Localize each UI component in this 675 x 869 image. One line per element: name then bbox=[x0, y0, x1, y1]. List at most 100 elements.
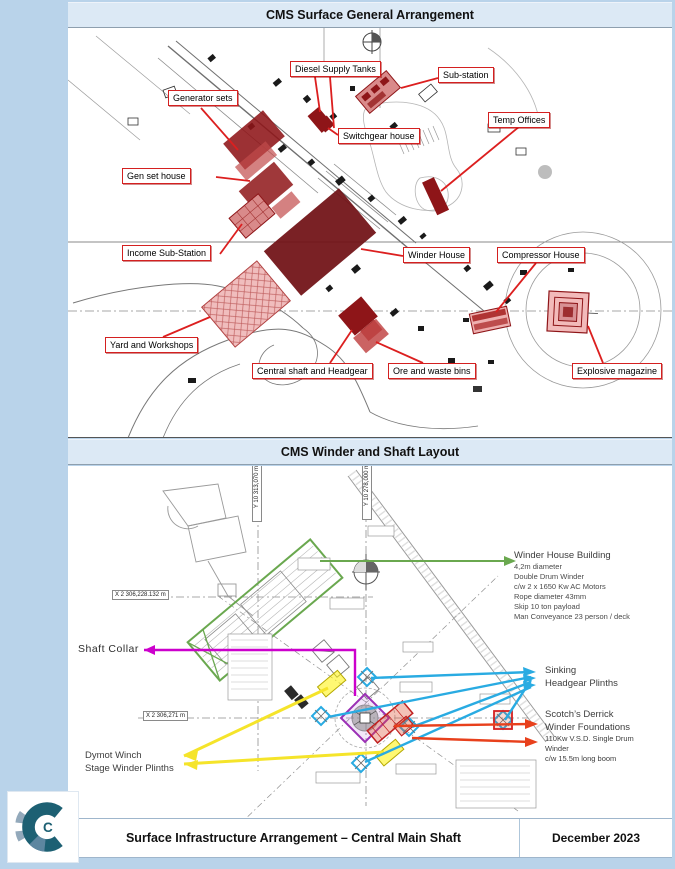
surface-general-arrangement-drawing: Generator sets Diesel Supply Tanks Sub-s… bbox=[68, 28, 672, 438]
callout-text: Scotch’s Derrick bbox=[545, 709, 614, 720]
callout-text: Sub-station bbox=[443, 70, 489, 80]
callout-diesel-supply-tanks: Diesel Supply Tanks bbox=[290, 61, 381, 77]
callout-dymot-winch: Dymot Winch Stage Winder Plinths bbox=[85, 749, 174, 775]
section-title-winder-shaft-layout: CMS Winder and Shaft Layout bbox=[68, 439, 672, 465]
winder-house-building-outline bbox=[186, 538, 344, 682]
highlighted-buildings bbox=[201, 70, 598, 354]
coordinate-text: X 2 306,271 m bbox=[146, 713, 186, 719]
callout-ore-waste-bins: Ore and waste bins bbox=[388, 363, 476, 379]
note-box bbox=[455, 759, 537, 809]
grid-coordinate-y2: Y 10 278,000 m bbox=[362, 466, 372, 520]
spec-line: 4,2m diameter bbox=[514, 562, 562, 571]
callout-explosive-magazine: Explosive magazine bbox=[572, 363, 663, 379]
winder-house-building-title: Winder House Building bbox=[514, 550, 611, 561]
shaft-collar-leader bbox=[144, 645, 357, 696]
callout-text: Temp Offices bbox=[493, 115, 546, 125]
spec-line: Winder bbox=[545, 744, 569, 753]
callout-winder-house: Winder House bbox=[403, 247, 471, 263]
spec-line: c/w 2 x 1650 Kw AC Motors bbox=[514, 582, 606, 591]
terrain-contours bbox=[363, 47, 662, 389]
callout-scotchs-derrick: Scotch’s Derrick Winder Foundations 110K… bbox=[545, 708, 634, 764]
footer-date: December 2023 bbox=[520, 819, 672, 857]
building-yard-and-workshops bbox=[201, 260, 291, 348]
building-ore-waste-bins bbox=[353, 318, 389, 354]
dymot-leader-lines bbox=[183, 686, 385, 770]
spec-line: 110Kw V.S.D. Single Drum bbox=[545, 734, 634, 743]
spec-line: Double Drum Winder bbox=[514, 572, 585, 581]
spec-line: Skip 10 ton payload bbox=[514, 602, 580, 611]
north-symbol bbox=[352, 554, 380, 590]
building-winder-house bbox=[263, 188, 377, 296]
callout-text: Explosive magazine bbox=[577, 366, 658, 376]
building-switchgear-house bbox=[317, 115, 335, 133]
logo-c-ring bbox=[22, 802, 63, 852]
logo-graphic: C bbox=[15, 802, 63, 852]
callout-text: Headgear Plinths bbox=[545, 678, 618, 689]
coordinate-text: Y 10 278,000 m bbox=[364, 466, 370, 507]
note-box bbox=[227, 633, 273, 701]
callout-text: Diesel Supply Tanks bbox=[295, 64, 376, 74]
callout-switchgear-house: Switchgear house bbox=[338, 128, 420, 144]
callout-shaft-collar: Shaft Collar bbox=[78, 643, 139, 655]
callout-yard-workshops: Yard and Workshops bbox=[105, 337, 199, 353]
callout-text: Dymot Winch bbox=[85, 750, 142, 761]
callout-winder-house-building: Winder House Building 4,2m diameter Doub… bbox=[514, 550, 630, 622]
note-boxes bbox=[227, 525, 537, 809]
footer-title: Surface Infrastructure Arrangement – Cen… bbox=[68, 819, 519, 857]
derrick-leader-lines bbox=[393, 719, 538, 747]
spec-line: c/w 15.5m long boom bbox=[545, 754, 617, 763]
logo-inner-disc bbox=[38, 817, 58, 837]
callout-sub-station: Sub-station bbox=[438, 67, 494, 83]
logo-letter: C bbox=[43, 820, 53, 835]
shaft-layout-canvas bbox=[128, 466, 555, 818]
callout-generator-sets: Generator sets bbox=[168, 90, 238, 106]
callout-text: Sinking bbox=[545, 665, 577, 676]
coordinate-text: Y 10 313,070 m bbox=[254, 466, 260, 509]
coordinate-text: X 2 306,228.132 m bbox=[115, 592, 166, 598]
label-leader-lines bbox=[162, 76, 604, 364]
callout-temp-offices: Temp Offices bbox=[488, 112, 551, 128]
callout-text: Switchgear house bbox=[343, 131, 415, 141]
winder-shaft-layout-drawing: Y 10 313,070 m Y 10 278,000 m X 2 306,22… bbox=[68, 466, 672, 818]
callout-text: Income Sub-Station bbox=[127, 248, 207, 258]
spec-line: Man Conveyance 23 person / deck bbox=[514, 612, 630, 621]
callout-gen-set-house: Gen set house bbox=[122, 168, 191, 184]
section2-title-text: CMS Winder and Shaft Layout bbox=[280, 445, 460, 459]
building-temp-offices bbox=[422, 177, 450, 216]
footer-divider bbox=[519, 819, 520, 857]
building-compressor-house bbox=[468, 305, 512, 335]
footer-date-text: December 2023 bbox=[551, 831, 641, 845]
grid-coordinate-x1: X 2 306,228.132 m bbox=[112, 590, 169, 600]
company-logo: C bbox=[8, 792, 78, 862]
callout-text: Generator sets bbox=[173, 93, 233, 103]
logo-gray-segment bbox=[15, 830, 29, 842]
grid-coordinate-x2: X 2 306,271 m bbox=[143, 711, 189, 721]
north-symbol bbox=[362, 30, 382, 54]
section-title-surface-arrangement: CMS Surface General Arrangement bbox=[68, 2, 672, 28]
callout-sinking-headgear-plinths: Sinking Headgear Plinths bbox=[545, 664, 618, 690]
callout-text: Yard and Workshops bbox=[110, 340, 194, 350]
section1-title-text: CMS Surface General Arrangement bbox=[266, 8, 474, 22]
outline-buildings bbox=[162, 483, 254, 617]
callout-text: Central shaft and Headgear bbox=[257, 366, 368, 376]
callout-text: Winder Foundations bbox=[545, 722, 631, 733]
grid-coordinate-y1: Y 10 313,070 m bbox=[252, 466, 262, 522]
callout-central-shaft-headgear: Central shaft and Headgear bbox=[252, 363, 373, 379]
building-sub-station bbox=[354, 70, 402, 114]
footer-title-text: Surface Infrastructure Arrangement – Cen… bbox=[125, 831, 462, 845]
logo-gray-segment bbox=[15, 810, 30, 825]
spec-line: Rope diameter 43mm bbox=[514, 592, 587, 601]
callout-text: Compressor House bbox=[502, 250, 580, 260]
building-explosive-magazine bbox=[546, 290, 598, 334]
footer-bar: Surface Infrastructure Arrangement – Cen… bbox=[68, 818, 672, 858]
callout-text: Stage Winder Plinths bbox=[85, 763, 174, 774]
winder-house-leader bbox=[320, 556, 516, 566]
callout-text: Shaft Collar bbox=[78, 643, 139, 655]
callout-compressor-house: Compressor House bbox=[497, 247, 585, 263]
callout-text: Winder House bbox=[408, 250, 466, 260]
callout-income-sub-station: Income Sub-Station bbox=[122, 245, 212, 261]
building-generator-sets bbox=[223, 110, 285, 181]
logo-light-segment bbox=[29, 835, 47, 852]
callout-text: Ore and waste bins bbox=[393, 366, 471, 376]
